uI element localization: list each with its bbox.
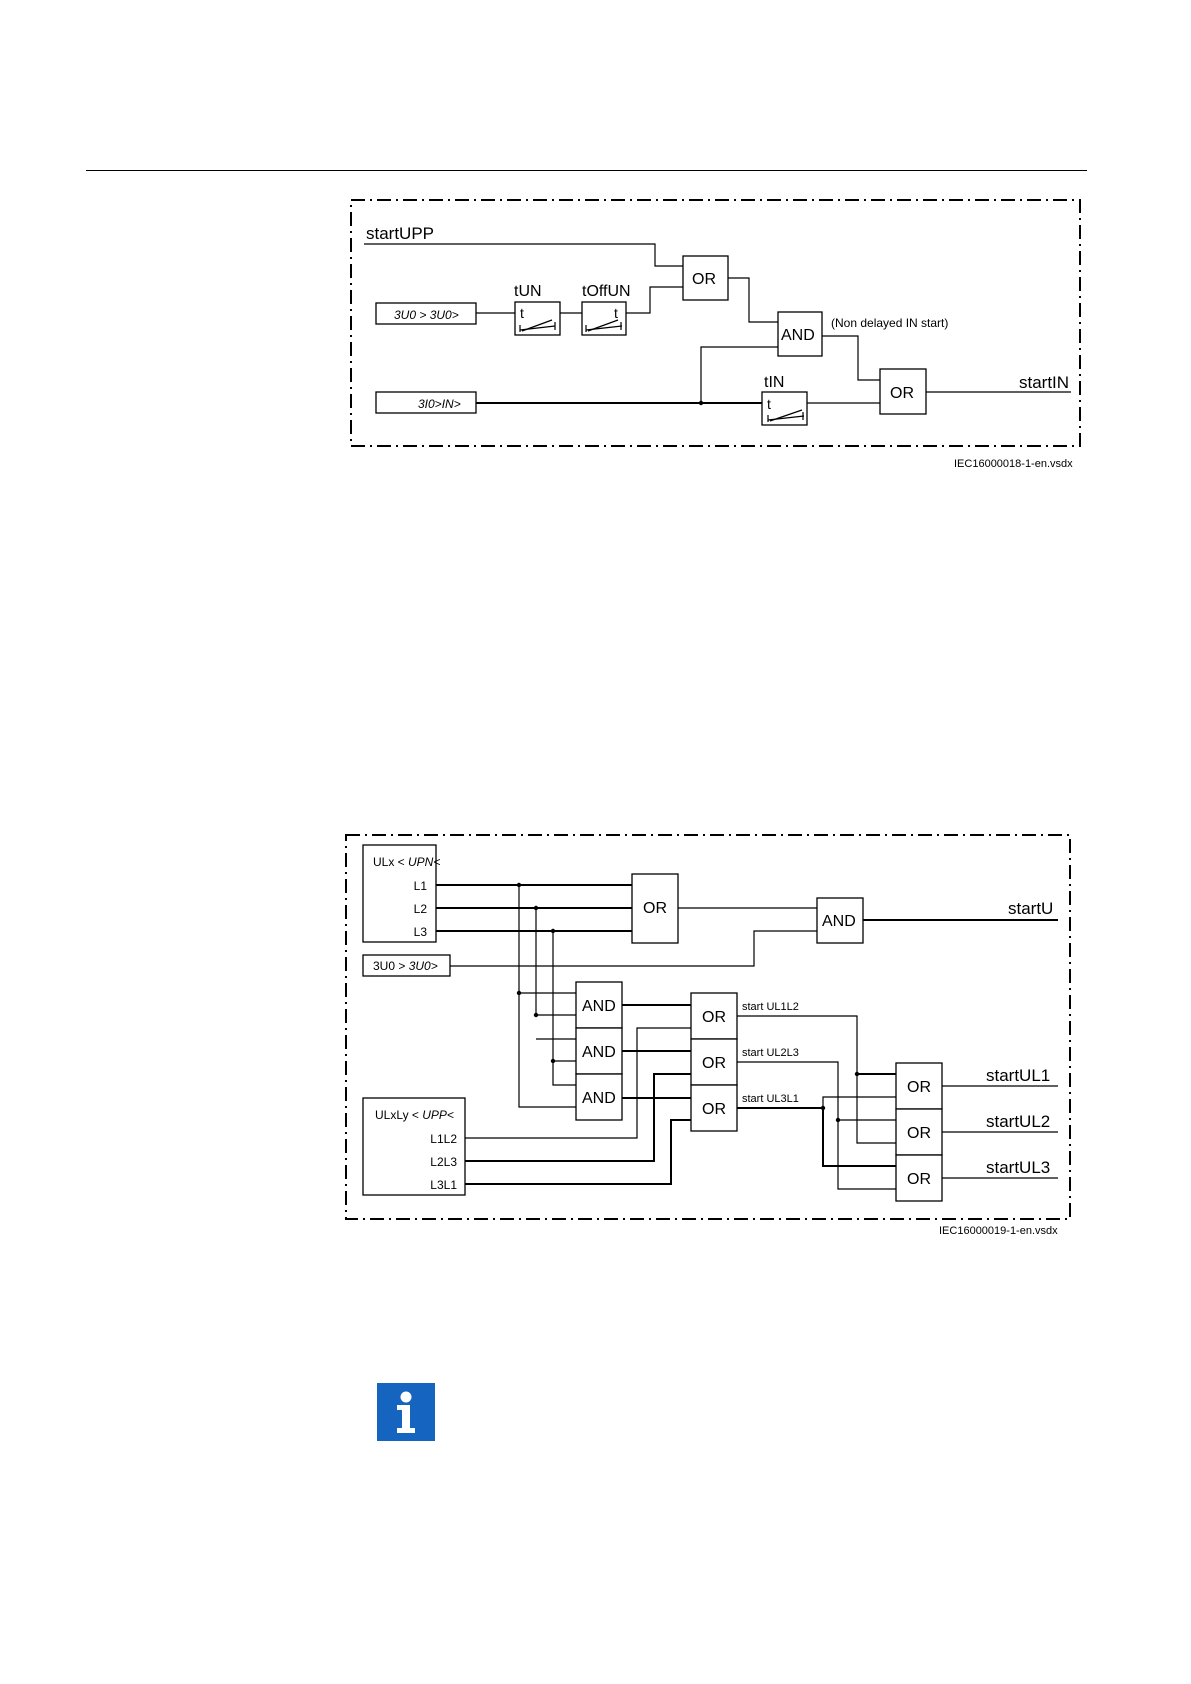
signal-startul2l3-label: start UL2L3 — [742, 1047, 799, 1059]
or-gate-label: OR — [907, 1125, 931, 1142]
wire — [737, 1108, 896, 1166]
input-l2-label: L2 — [414, 902, 428, 916]
junction-dot — [836, 1118, 840, 1122]
signal-startul1l2-label: start UL1L2 — [742, 1001, 799, 1013]
and-gate-label: AND — [582, 1090, 616, 1107]
input-l2l3-label: L2L3 — [430, 1155, 457, 1169]
junction-dot — [534, 1013, 538, 1017]
wire — [465, 1120, 691, 1184]
signal-startul3l1-label: start UL3L1 — [742, 1093, 799, 1105]
junction-dot — [551, 929, 555, 933]
junction-dot — [517, 883, 521, 887]
or-gate-label: OR — [702, 1009, 726, 1026]
wire — [737, 1062, 896, 1189]
output-startul3-label: startUL3 — [986, 1158, 1050, 1177]
or-gate-label: OR — [702, 1101, 726, 1118]
junction-dot — [551, 1059, 555, 1063]
input-l1-label: L1 — [414, 879, 428, 893]
info-icon — [377, 1383, 435, 1441]
block-ulx-title: ULx < UPN< — [373, 855, 440, 869]
input-l3l1-label: L3L1 — [430, 1178, 457, 1192]
wire — [823, 1097, 896, 1108]
or-gate-label: OR — [907, 1079, 931, 1096]
input-l1l2-label: L1L2 — [430, 1132, 457, 1146]
input-l3-label: L3 — [414, 925, 428, 939]
block-3u0-label: 3U0 > 3U0> — [373, 959, 438, 973]
or-gate-label: OR — [643, 900, 667, 917]
and-gate-label: AND — [582, 1044, 616, 1061]
file-reference: IEC16000019-1-en.vsdx — [939, 1225, 1058, 1237]
wire — [737, 1016, 896, 1143]
junction-dot — [821, 1106, 825, 1110]
or-gate-label: OR — [702, 1055, 726, 1072]
junction-dot — [517, 991, 521, 995]
output-startul2-label: startUL2 — [986, 1112, 1050, 1131]
wire — [519, 885, 576, 1107]
block-ulxly-title: ULxLy < UPP< — [375, 1108, 454, 1122]
wire — [536, 908, 576, 1015]
or-gate-label: OR — [907, 1171, 931, 1188]
logic-diagram-startU: ULx < UPN< L1 L2 L3 OR 3U0 > 3U0> AND st… — [0, 0, 1191, 1260]
and-gate-label: AND — [582, 998, 616, 1015]
and-gate-label: AND — [822, 913, 856, 930]
junction-dot — [534, 906, 538, 910]
output-startu-label: startU — [1008, 899, 1053, 918]
junction-dot — [855, 1072, 859, 1076]
output-startul1-label: startUL1 — [986, 1066, 1050, 1085]
wire — [553, 931, 576, 1085]
